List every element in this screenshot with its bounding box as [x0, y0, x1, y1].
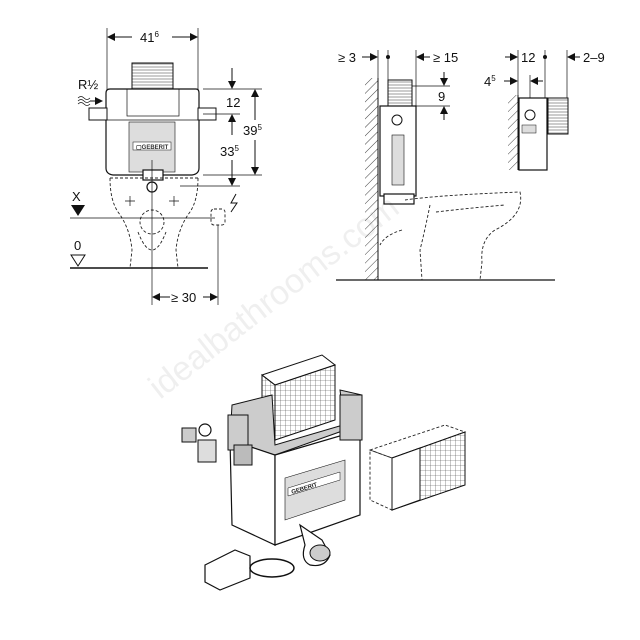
cartridge-dimension: 9 [438, 89, 445, 104]
electric-icon [230, 193, 238, 213]
level-x-label: X [72, 189, 81, 204]
floor-level-label: 0 [74, 238, 81, 253]
offset-dimension: ≥ 30 [171, 290, 196, 305]
front-view: 416 ▢GEBERIT R½ X 0 [70, 28, 262, 305]
geberit-logo: ▢GEBERIT [136, 145, 169, 151]
offset-dimension: 45 [484, 74, 496, 89]
side-view: ≥ 3 ≥ 15 9 [336, 50, 555, 281]
cartridge [131, 62, 174, 91]
isometric-product-view: GEBERIT [181, 354, 467, 591]
range-dimension: 2–9 [583, 50, 605, 65]
level-marker-icon [71, 205, 85, 216]
outlet-dimension: 335 [220, 144, 239, 159]
left-bracket [88, 107, 108, 121]
floor-marker-icon [70, 254, 86, 267]
depth-dimension: 12 [521, 50, 535, 65]
isometric-valve [181, 427, 197, 443]
socket [210, 208, 226, 226]
wall-gap-dimension: ≥ 3 [338, 50, 356, 65]
supply-label: R½ [78, 77, 98, 92]
total-height-dimension: 395 [243, 123, 262, 138]
top-dimension: 12 [226, 95, 240, 110]
width-dimension: 416 [140, 30, 159, 45]
isometric-cartridge [274, 364, 336, 441]
isometric-bracket [204, 549, 251, 591]
front-gap-dimension: ≥ 15 [433, 50, 458, 65]
isometric-ring [249, 558, 295, 578]
detail-view: 12 2–9 45 [484, 50, 605, 171]
